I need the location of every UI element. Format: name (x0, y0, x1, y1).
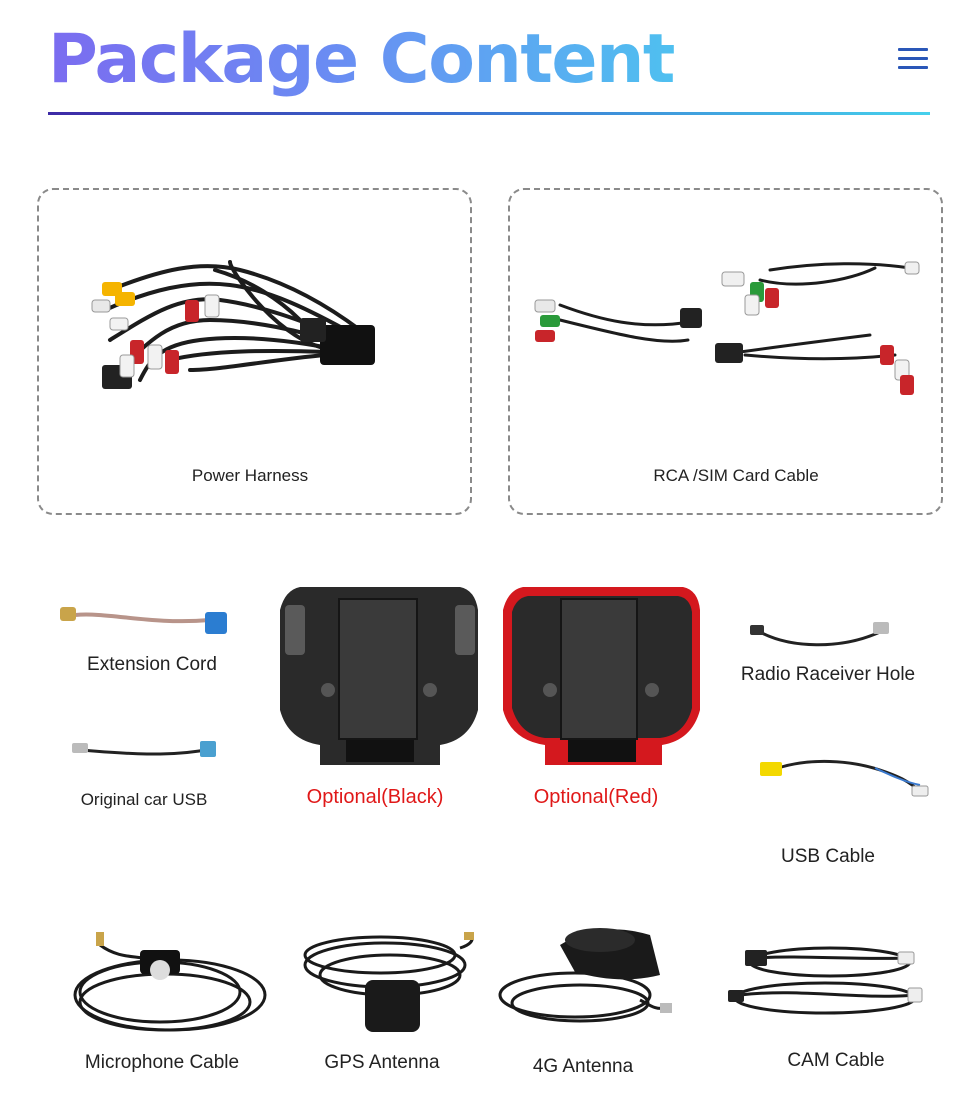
usb-cable-label: USB Cable (781, 846, 875, 867)
title-divider (48, 112, 930, 115)
4g-antenna-label: 4G Antenna (532, 1056, 634, 1077)
rca-sim-card-cable-card (508, 188, 943, 515)
extension-cord-label: Extension Cord (87, 654, 217, 675)
page-title: Package Content (48, 20, 675, 99)
optional-red-label: Optional(Red) (533, 786, 659, 808)
original-car-usb-label: Original car USB (80, 790, 208, 809)
hamburger-menu-icon[interactable] (898, 46, 930, 72)
rca-sim-card-cable-label: RCA /SIM Card Cable (653, 466, 819, 485)
gps-antenna-label: GPS Antenna (324, 1052, 440, 1073)
radio-receiver-hole-label: Radio Raceiver Hole (740, 664, 916, 685)
optional-black-label: Optional(Black) (306, 786, 444, 808)
power-harness-label: Power Harness (191, 466, 309, 485)
cam-cable-label: CAM Cable (787, 1050, 885, 1071)
power-harness-card (37, 188, 472, 515)
microphone-cable-label: Microphone Cable (84, 1052, 240, 1073)
